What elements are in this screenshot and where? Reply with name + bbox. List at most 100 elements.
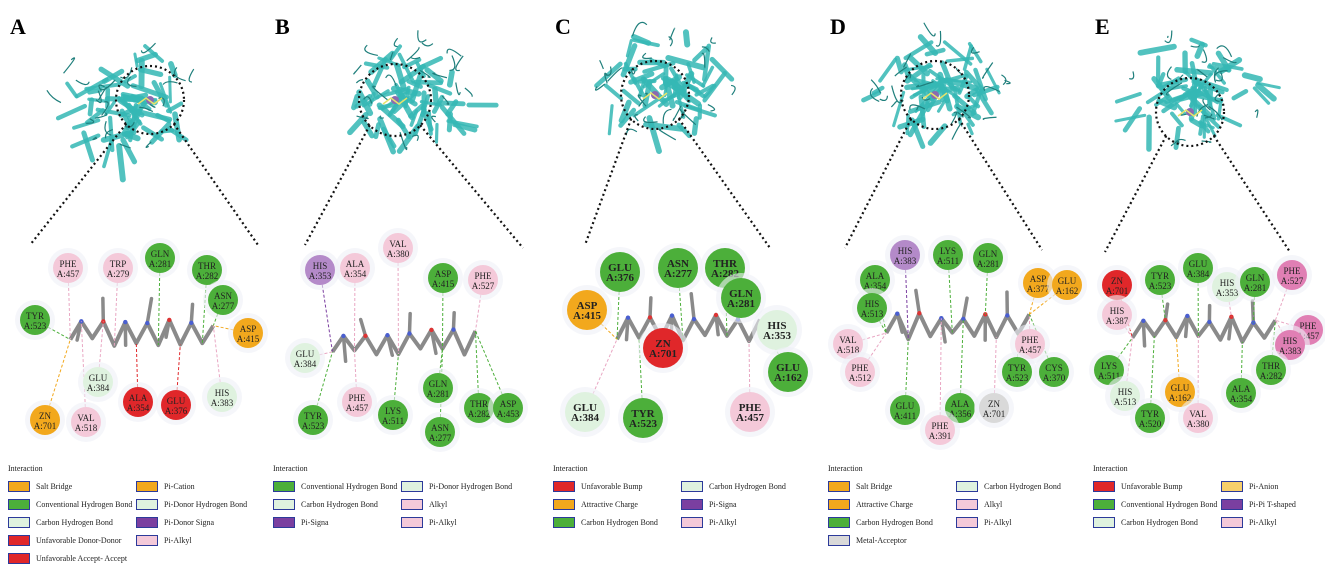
loop (1213, 67, 1220, 83)
interaction-diagram: GLUA:376ASNA:277THRA:282GLNA:281ASPA:415… (560, 21, 813, 443)
helix (149, 121, 172, 145)
residue-name: THR (713, 258, 738, 270)
helix (709, 56, 735, 82)
loop (1216, 45, 1233, 58)
helix (116, 143, 126, 183)
heteroatom (961, 316, 966, 322)
loop (870, 79, 882, 94)
legend-swatch (273, 516, 295, 528)
residue-number: A:511 (1098, 371, 1120, 381)
legend-item: Unfavorable Bump (1093, 480, 1183, 492)
interaction-line (904, 254, 909, 340)
ligand-sidechain (1163, 302, 1170, 322)
zoom-line-left (1104, 135, 1168, 253)
loop (1222, 57, 1237, 64)
helix (902, 64, 933, 72)
loop (672, 105, 682, 121)
helix (408, 103, 425, 119)
helix (377, 116, 396, 155)
legend-item: Carbon Hydrogen Bond (956, 480, 1061, 492)
residue-number: A:457 (346, 403, 369, 413)
residue-name: ALA (346, 259, 365, 269)
residue-number: A:353 (1216, 288, 1239, 298)
residue-number: A:387 (1106, 316, 1129, 326)
residue-name: VAL (77, 413, 94, 423)
legend-item: Pi-Donor Signa (136, 516, 214, 528)
loop (1201, 140, 1212, 143)
legend-item: Carbon Hydrogen Bond (681, 480, 786, 492)
residue-name: GLU (1189, 259, 1208, 269)
heteroatom (385, 333, 390, 338)
legend-label: Alkyl (984, 499, 1003, 509)
helix (415, 61, 426, 79)
residue-number: A:523 (629, 418, 658, 430)
helix (1114, 91, 1142, 104)
legend-swatch (1221, 516, 1243, 528)
residue-number: A:701 (649, 348, 677, 360)
helix (84, 108, 105, 125)
legend-title: Interaction (8, 464, 43, 473)
ligand-sidechain (689, 292, 696, 321)
legend-swatch (8, 534, 30, 546)
residue-name: ALA (1232, 384, 1251, 394)
loop (126, 76, 137, 87)
residue-disc (30, 405, 60, 435)
ligand-sidechain (714, 313, 720, 337)
residue-disc (890, 395, 920, 425)
ligand-backbone (1130, 313, 1278, 344)
interaction-line (319, 269, 333, 352)
residue-name: ALA (129, 393, 148, 403)
legend-title: Interaction (273, 464, 308, 473)
helix (894, 55, 904, 75)
residue-disc (973, 243, 1003, 273)
ligand-backbone (68, 317, 216, 348)
interaction-line (1270, 320, 1276, 371)
legend-item: Carbon Hydrogen Bond (553, 516, 658, 528)
loop (701, 46, 710, 52)
ligand-sidechain (1227, 315, 1234, 341)
loop (149, 103, 156, 109)
loop (1129, 71, 1135, 80)
residue-number: A:277 (429, 433, 452, 443)
residue-name: ZN (39, 411, 51, 421)
loop (158, 97, 165, 107)
zoom-line-right (677, 118, 771, 249)
helix (446, 69, 455, 88)
residue-number: A:523 (1006, 373, 1029, 383)
heteroatom (647, 315, 653, 320)
loop (1196, 103, 1209, 117)
residue-number: A:453 (497, 409, 520, 419)
residue-disc (600, 252, 640, 292)
loop (981, 62, 994, 79)
legend-item: Carbon Hydrogen Bond (1093, 516, 1198, 528)
helix (371, 57, 388, 89)
loop (594, 83, 606, 91)
residue-name: PHE (59, 259, 77, 269)
protein-structure (861, 22, 1011, 149)
legend-swatch (401, 498, 423, 510)
residue-disc (757, 310, 797, 350)
residue-name: ZN (988, 399, 1000, 409)
residue-name: PHE (1283, 266, 1301, 276)
legend-swatch (136, 516, 158, 528)
residue-number: A:384 (571, 412, 600, 424)
loop (643, 116, 658, 124)
residue-name: ZN (1111, 276, 1123, 286)
loop (679, 109, 697, 126)
legend-swatch (273, 498, 295, 510)
helix (406, 79, 423, 89)
legend-swatch (401, 480, 423, 492)
loop (890, 100, 898, 108)
zoom-line-left (583, 118, 633, 246)
loop (455, 82, 461, 96)
residue-name: GLU (896, 401, 915, 411)
residue-disc (145, 243, 175, 273)
residue-disc (857, 293, 887, 323)
residue-disc (383, 233, 413, 263)
helix (642, 72, 666, 89)
